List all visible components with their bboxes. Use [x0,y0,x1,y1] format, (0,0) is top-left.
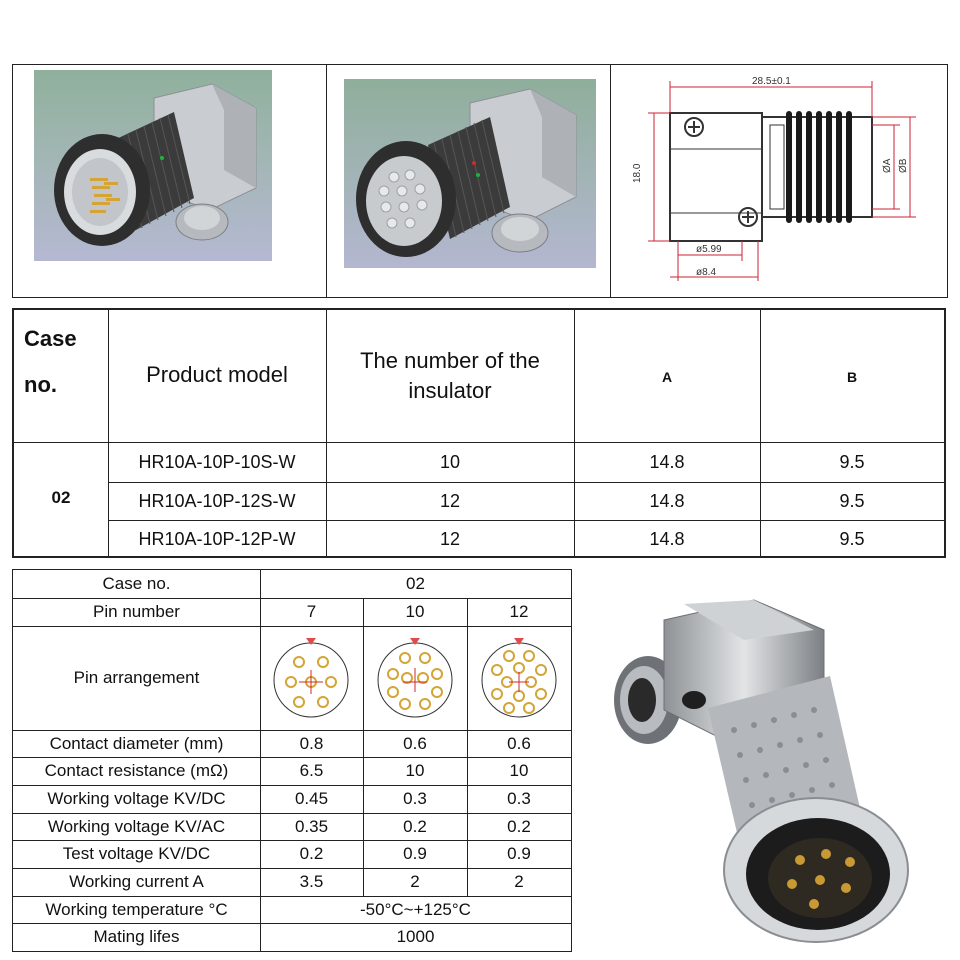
header-case-no: Case no. [24,316,77,408]
render-male-connector [13,65,327,297]
row1-model: HR10A-10P-10S-W [138,452,296,472]
row3-model: HR10A-10P-12P-W [138,529,296,549]
spec-row-label: Working voltage KV/DC [47,789,226,808]
spec-case-label: Case no. [102,574,171,593]
header-insulator-line2: insulator [408,378,492,403]
spec-row-label: Contact resistance (mΩ) [44,761,229,780]
spec-row-value: 0.8 [299,734,324,753]
header-case-line2: no. [24,372,57,397]
row1-insulator: 10 [439,452,461,472]
dim-pin-label: ø5.99 [696,244,722,255]
pin-count-10: 10 [405,602,425,621]
spec-row-value: 2 [410,872,420,891]
dim-b-label: ØB [898,158,909,173]
row1-b: 9.5 [839,452,865,472]
row2-b: 9.5 [839,491,865,511]
header-product-model: Product model [146,362,288,387]
spec-row-value: 3.5 [299,872,324,891]
spec-row-value: 6.5 [299,761,324,780]
connector-photo [614,599,909,943]
spec-table: Case no. 02 Pin number 7 10 12 Pin arran… [12,569,572,952]
spec-row-label: Working current A [69,872,204,891]
spec-row-label: Contact diameter (mm) [49,734,224,753]
row3-a: 14.8 [649,529,685,549]
spec-row-value: 0.2 [299,844,324,863]
spec-row-value: 10 [405,761,425,780]
spec-row-value: 0.3 [507,789,531,808]
spec-row-value: 0.3 [403,789,427,808]
pin-count-7: 7 [306,602,317,621]
spec-row-label: Working voltage KV/AC [47,817,226,836]
spec-row-value: 0.2 [507,817,531,836]
spec-row-value: 0.6 [507,734,531,753]
spec-row-value: 0.45 [294,789,329,808]
spec-mating-label: Mating lifes [93,927,180,946]
spec-row-value: 0.9 [403,844,427,863]
spec-row-value: 0.9 [507,844,531,863]
row3-b: 9.5 [839,529,865,549]
spec-row-value: 2 [514,872,524,891]
render-female-connector [326,65,611,297]
pin-count-12: 12 [509,602,529,621]
row2-a: 14.8 [649,491,685,511]
pin-arrangement-7-diagram [273,638,349,718]
row2-insulator: 12 [439,491,461,511]
spec-case-value: 02 [406,574,425,593]
dim-height-label: 18.0 [632,163,643,183]
dim-a-label: ØA [882,158,893,173]
header-a: A [661,369,673,385]
product-table: Case no. Product model The number of the… [12,308,946,558]
header-b: B [846,369,858,385]
spec-temp-value: -50°C~+125°C [360,900,471,919]
case-value: 02 [51,488,71,507]
header-insulator-line1: The number of the [360,348,540,373]
dimension-drawing: 28.5±0.1 18.0 ØA ØB ø5.99 ø8.4 [610,65,947,297]
image-strip: 28.5±0.1 18.0 ØA ØB ø5.99 ø8.4 [12,64,948,298]
spec-pin-label: Pin number [93,602,180,621]
spec-row-value: 0.2 [403,817,427,836]
row2-model: HR10A-10P-12S-W [138,491,296,511]
spec-row-value: 10 [509,761,529,780]
dim-body-label: ø8.4 [696,267,716,278]
header-case-line1: Case [24,326,77,351]
spec-arrangement-label: Pin arrangement [73,668,200,687]
dim-length-label: 28.5±0.1 [752,76,791,87]
spec-row-label: Test voltage KV/DC [62,844,211,863]
row1-a: 14.8 [649,452,685,472]
spec-row-value: 0.35 [294,817,329,836]
header-insulator: The number of the insulator [326,346,574,406]
spec-mating-value: 1000 [396,927,435,946]
spec-temp-label: Working temperature °C [45,900,228,919]
pin-arrangement-12-diagram [481,638,557,718]
row3-insulator: 12 [439,529,461,549]
spec-row-value: 0.6 [403,734,427,753]
pin-arrangement-10-diagram [377,638,453,718]
